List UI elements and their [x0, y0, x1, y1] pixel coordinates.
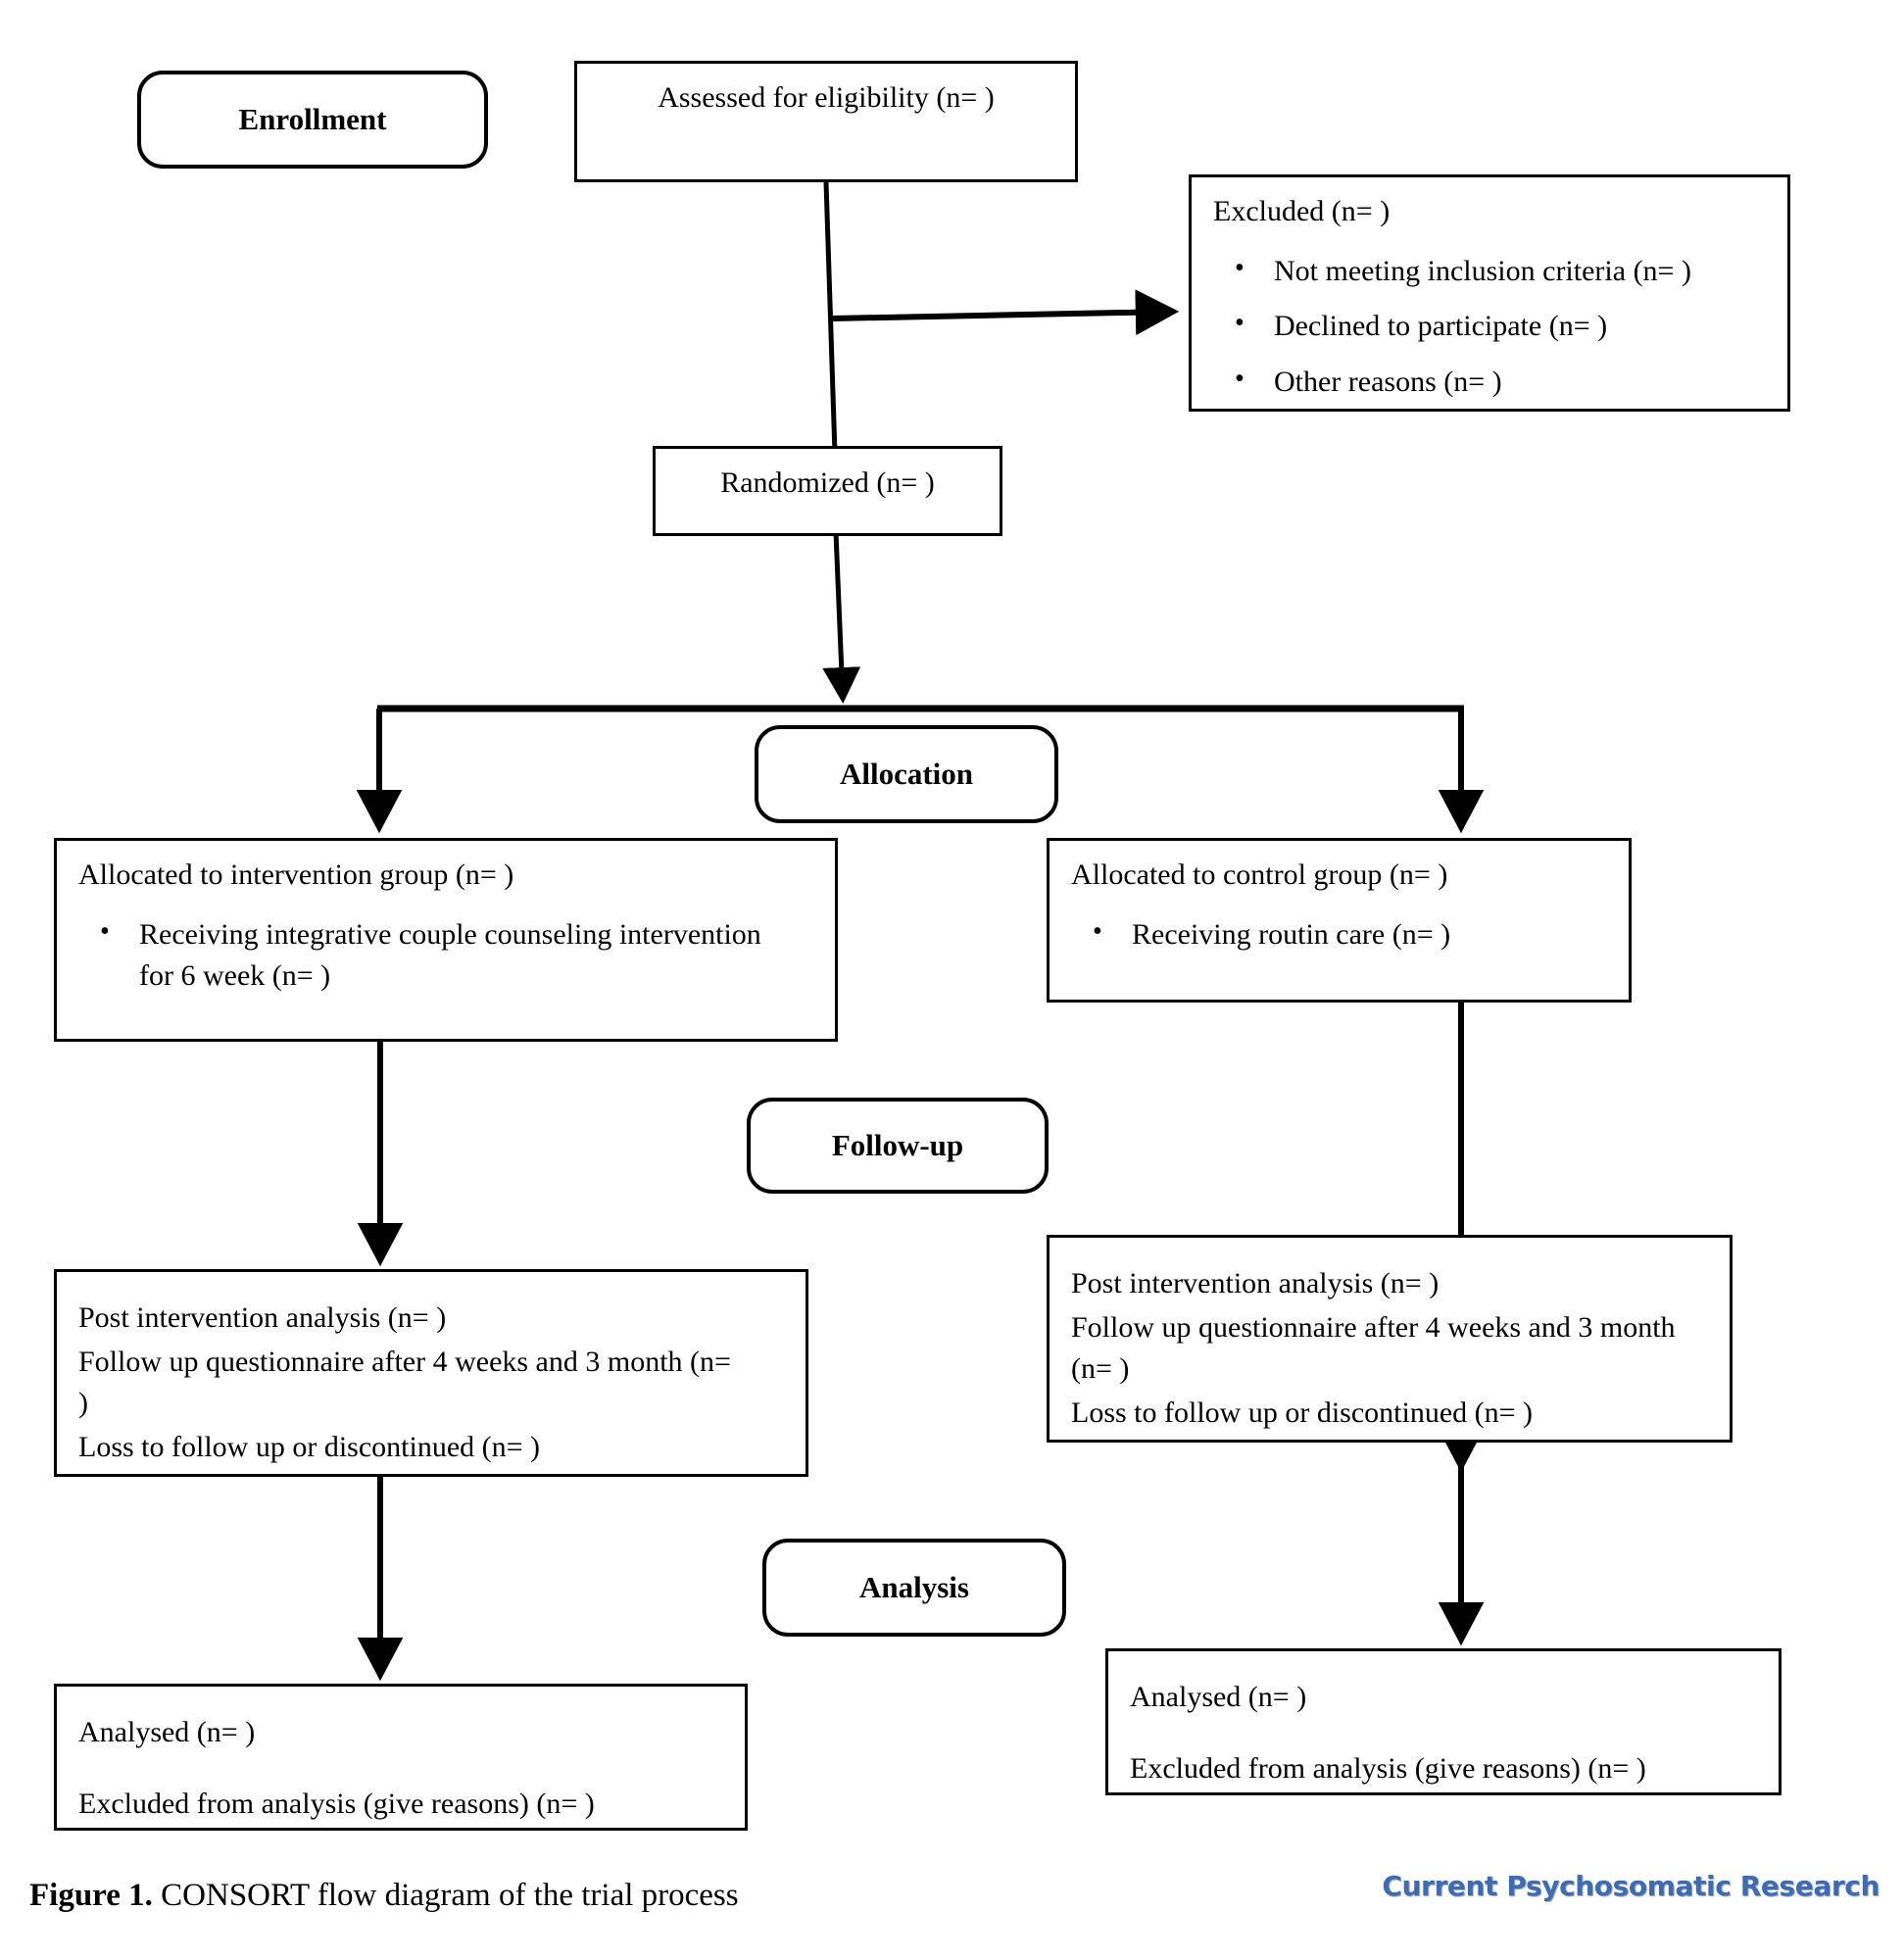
node-allocated-intervention: Allocated to intervention group (n= ) Re… — [54, 838, 838, 1042]
stage-label-followup: Follow-up — [747, 1098, 1049, 1194]
edge-assessed-to-excluded — [831, 289, 1180, 336]
followup-control-line-3: Loss to follow up or discontinued (n= ) — [1071, 1396, 1534, 1429]
stage-label-enrollment: Enrollment — [137, 71, 488, 169]
journal-logo: Current Psychosomatic Research — [1382, 1870, 1880, 1902]
node-assessed-for-eligibility: Assessed for eligibility (n= ) — [574, 61, 1078, 182]
stage-followup-text: Follow-up — [831, 1127, 964, 1162]
followup-intervention-line-1: Post intervention analysis (n= ) — [78, 1301, 447, 1334]
node-followup-intervention: Post intervention analysis (n= ) Follow … — [54, 1269, 808, 1477]
stage-allocation-text: Allocation — [839, 756, 974, 791]
figure-caption-label: Figure 1. — [29, 1878, 153, 1913]
allocated-intervention-bullet-list: Receiving integrative couple counseling … — [78, 912, 813, 998]
followup-control-line-1: Post intervention analysis (n= ) — [1071, 1267, 1440, 1299]
analysed-intervention-line-1: Analysed (n= ) — [78, 1716, 256, 1748]
stage-label-allocation: Allocation — [755, 725, 1058, 823]
stage-enrollment-text: Enrollment — [238, 101, 387, 136]
excluded-bullet-list: Not meeting inclusion criteria (n= ) Dec… — [1213, 249, 1766, 404]
analysed-intervention-line-2: Excluded from analysis (give reasons) (n… — [78, 1787, 595, 1820]
list-item: Receiving integrative couple counseling … — [100, 912, 766, 998]
edge-assessed-to-randomized — [823, 181, 838, 455]
figure-caption: Figure 1. CONSORT flow diagram of the tr… — [29, 1878, 739, 1914]
followup-intervention-line-2: Follow up questionnaire after 4 weeks an… — [78, 1345, 731, 1420]
node-analysed-control: Analysed (n= ) Excluded from analysis (g… — [1105, 1648, 1782, 1795]
randomized-title: Randomized (n= ) — [720, 466, 935, 499]
followup-control-line-2: Follow up questionnaire after 4 weeks an… — [1071, 1310, 1676, 1386]
list-item: Receiving routin care (n= ) — [1093, 912, 1607, 956]
node-followup-control: Post intervention analysis (n= ) Follow … — [1047, 1235, 1733, 1443]
assessed-title: Assessed for eligibility (n= ) — [658, 81, 995, 114]
stage-analysis-text: Analysis — [859, 1569, 969, 1604]
allocated-intervention-title: Allocated to intervention group (n= ) — [78, 858, 514, 891]
edge-randomized-down — [822, 531, 861, 704]
stage-label-analysis: Analysis — [762, 1539, 1066, 1637]
node-excluded: Excluded (n= ) Not meeting inclusion cri… — [1189, 174, 1790, 412]
list-item: Declined to participate (n= ) — [1235, 304, 1766, 348]
node-allocated-control: Allocated to control group (n= ) Receivi… — [1047, 838, 1632, 1003]
list-item: Not meeting inclusion criteria (n= ) — [1235, 249, 1766, 293]
node-randomized: Randomized (n= ) — [653, 446, 1002, 536]
followup-intervention-line-3: Loss to follow up or discontinued (n= ) — [78, 1430, 541, 1463]
allocated-control-bullet-list: Receiving routin care (n= ) — [1071, 912, 1607, 956]
figure-caption-text: CONSORT flow diagram of the trial proces… — [152, 1878, 739, 1913]
excluded-title: Excluded (n= ) — [1213, 195, 1391, 227]
list-item: Other reasons (n= ) — [1235, 360, 1766, 404]
analysed-control-line-2: Excluded from analysis (give reasons) (n… — [1130, 1751, 1646, 1785]
node-analysed-intervention: Analysed (n= ) Excluded from analysis (g… — [54, 1684, 748, 1831]
analysed-control-line-1: Analysed (n= ) — [1130, 1681, 1307, 1713]
allocated-control-title: Allocated to control group (n= ) — [1071, 858, 1448, 891]
